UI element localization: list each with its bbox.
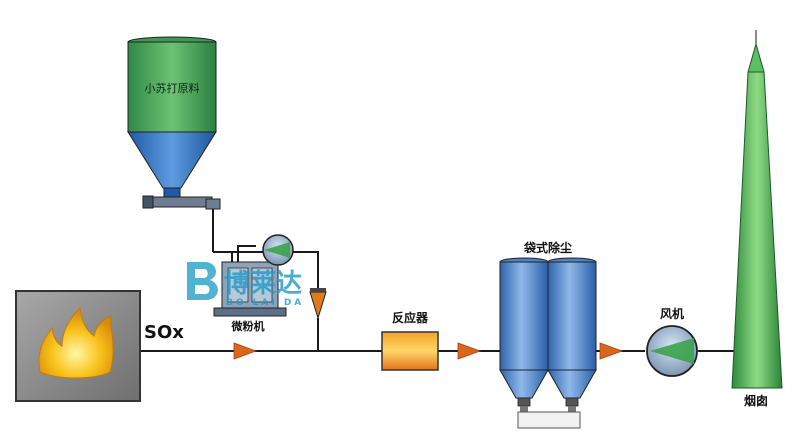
reactor-label: 反应器: [392, 310, 429, 325]
feed-silo: [127, 36, 217, 199]
flame-icon: [38, 306, 114, 379]
bag-filter: [499, 257, 597, 429]
flow-arrow-1: [233, 342, 258, 360]
mill-machine: [213, 261, 287, 317]
reactor: [381, 331, 439, 371]
silo-label: 小苏打原料: [145, 81, 200, 95]
furnace: [15, 290, 141, 402]
mill-label: 微粉机: [231, 319, 265, 333]
mill-piping: [213, 245, 319, 290]
rotary-valve-icon: [309, 288, 327, 320]
flow-arrow-3: [599, 342, 624, 360]
bag-filter-label: 袋式除尘: [523, 240, 572, 255]
brand-logo-icon: [187, 262, 218, 300]
sox-label: SOx: [144, 322, 184, 343]
chimney-label: 烟囱: [744, 393, 768, 408]
flow-arrows: [233, 342, 624, 360]
brand-subtitle: BO LAI DA: [226, 298, 304, 308]
fan-label: 风机: [660, 306, 684, 321]
flow-arrow-2: [457, 342, 482, 360]
mill-fan-icon: [262, 234, 294, 266]
screw-feeder: [142, 195, 221, 252]
chimney: [731, 30, 783, 389]
fan-icon: [646, 325, 698, 377]
brand-watermark: 博莱达 BO LAI DA: [187, 262, 304, 308]
brand-name: 博莱达: [224, 269, 302, 299]
